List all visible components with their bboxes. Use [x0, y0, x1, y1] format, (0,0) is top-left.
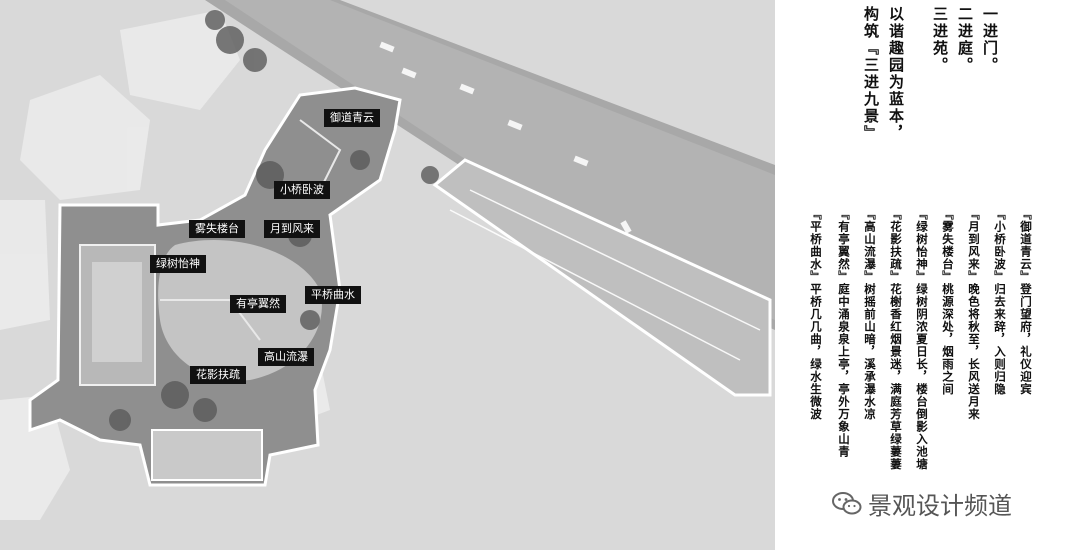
scene-line-5: 『绿树怡神』绿树阴浓夏日长，楼台倒影入池塘	[915, 208, 929, 471]
map-label-wushi: 雾失楼台	[189, 220, 245, 238]
watermark: 景观设计频道	[832, 486, 1012, 521]
watermark-text: 景观设计频道	[868, 492, 1012, 520]
intro-line-2: 二进庭。	[956, 6, 974, 74]
intro-line-5: 构筑『三进九景』	[862, 6, 880, 142]
map-label-gaoshan: 高山流瀑	[258, 348, 314, 366]
scene-line-6: 『花影扶疏』花榭香红烟景迷，满庭芳草绿萋萋	[889, 208, 903, 471]
map-label-xiaoqiao: 小桥卧波	[274, 181, 330, 199]
scene-line-4: 『雾失楼台』桃源深处，烟雨之间	[941, 208, 955, 396]
site-plan-map: 御道青云 小桥卧波 雾失楼台 月到风来 绿树怡神 有亭翼然 平桥曲水 高山流瀑 …	[0, 0, 775, 550]
wechat-icon	[832, 491, 862, 514]
scene-line-9: 『平桥曲水』平桥几几曲，绿水生微波	[809, 208, 823, 421]
scene-line-8: 『有亭翼然』庭中涌泉泉上亭，亭外万象山青	[837, 208, 851, 458]
scene-line-3: 『月到风来』晚色将秋至，长风送月来	[967, 208, 981, 421]
intro-line-3: 三进苑。	[931, 6, 949, 74]
scene-line-7: 『高山流瀑』树摇前山暗，溪承瀑水凉	[863, 208, 877, 421]
map-label-youting: 有亭翼然	[230, 295, 286, 313]
scene-line-1: 『御道青云』登门望府，礼仪迎宾	[1019, 208, 1033, 396]
map-label-lvshu: 绿树怡神	[150, 255, 206, 273]
intro-line-4: 以谐趣园为蓝本，	[887, 6, 905, 142]
map-label-huaying: 花影扶疏	[190, 366, 246, 384]
map-label-yudao: 御道青云	[324, 109, 380, 127]
map-label-yuedao: 月到风来	[264, 220, 320, 238]
map-label-pingqiao: 平桥曲水	[305, 286, 361, 304]
site-plan-drawing	[0, 0, 775, 550]
intro-line-1: 一进门。	[981, 6, 999, 74]
scene-line-2: 『小桥卧波』归去来辞，入则归隐	[993, 208, 1007, 396]
